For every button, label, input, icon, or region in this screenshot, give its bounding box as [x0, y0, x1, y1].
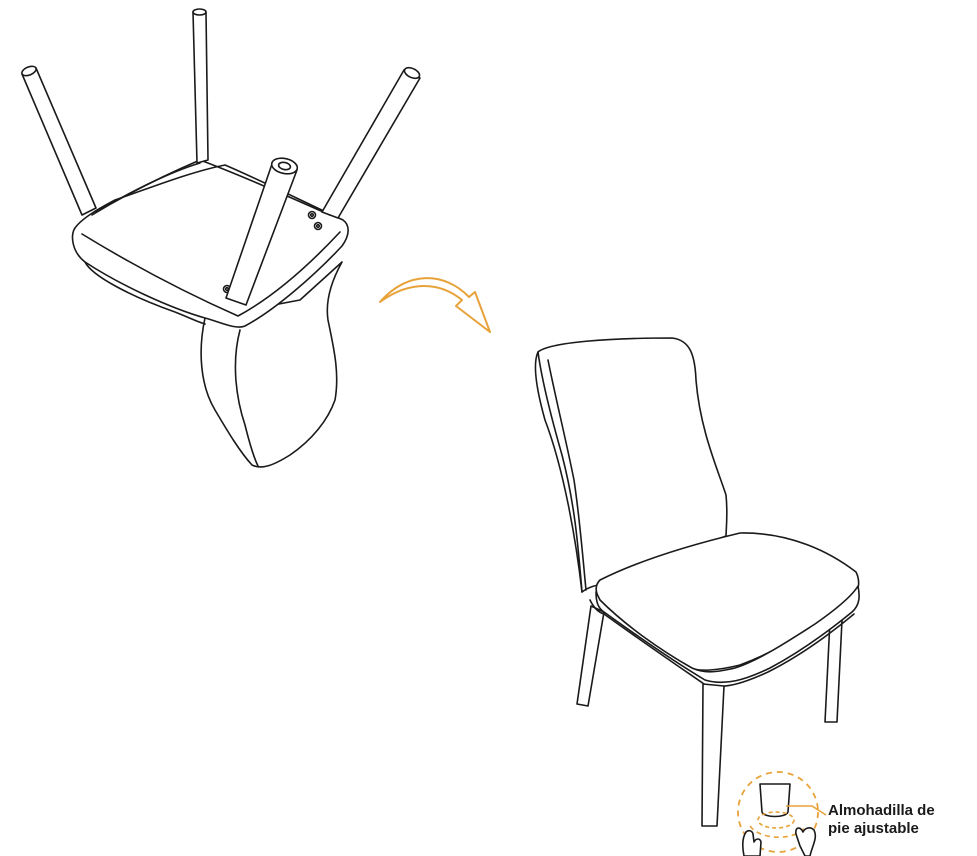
magnified-leg	[759, 783, 791, 818]
curved-arrow-right-icon	[379, 277, 491, 333]
inverted-seat-inner	[81, 231, 341, 317]
foot-pad-label-line1: Almohadilla de	[828, 802, 935, 819]
inverted-backrest-edge	[234, 329, 259, 467]
front-left-leg	[701, 683, 725, 827]
inverted-seat-bottom	[84, 261, 206, 325]
hand-left-icon	[741, 829, 762, 856]
foot-pad	[757, 811, 795, 829]
seat-skirt	[595, 585, 860, 684]
foot-pad-label-line2: pie ajustable	[828, 820, 919, 837]
backrest-side	[537, 351, 583, 593]
backrest-side-inner	[547, 359, 587, 591]
foot-pad-label: Almohadilla de pie ajustable	[828, 802, 973, 838]
chair-upside-down	[21, 8, 421, 468]
inverted-seat-panel-2	[95, 162, 201, 213]
callout-leader	[786, 805, 827, 816]
foot-pad-callout	[737, 771, 827, 856]
backrest	[534, 337, 728, 593]
back-left-leg	[576, 605, 605, 707]
inverted-legs	[21, 8, 421, 306]
chair-upright	[534, 337, 860, 827]
hand-right-icon	[795, 827, 817, 856]
